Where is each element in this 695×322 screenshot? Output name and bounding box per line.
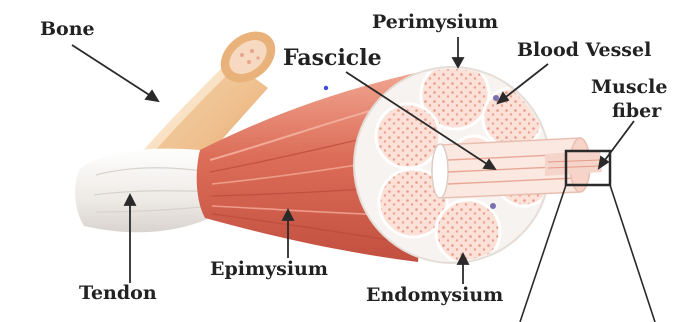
- perimysium-label: Perimysium: [372, 13, 498, 32]
- bone-label: Bone: [40, 20, 95, 39]
- tendon-label: Tendon: [79, 284, 157, 303]
- endomysium-label: Endomysium: [366, 286, 503, 305]
- marker-dot: [324, 86, 328, 90]
- epimysium-label: Epimysium: [210, 260, 328, 279]
- fascicle-label: Fascicle: [283, 47, 382, 69]
- muscle-fiber-pointer: [602, 121, 634, 164]
- muscle-fiber-label-line2: fiber: [612, 102, 661, 121]
- blood-vessel-pointer: [502, 64, 548, 100]
- bone-pointer: [72, 45, 154, 98]
- blood-vessel-label: Blood Vessel: [517, 41, 651, 60]
- muscle-fiber-label-line1: Muscle: [591, 78, 667, 97]
